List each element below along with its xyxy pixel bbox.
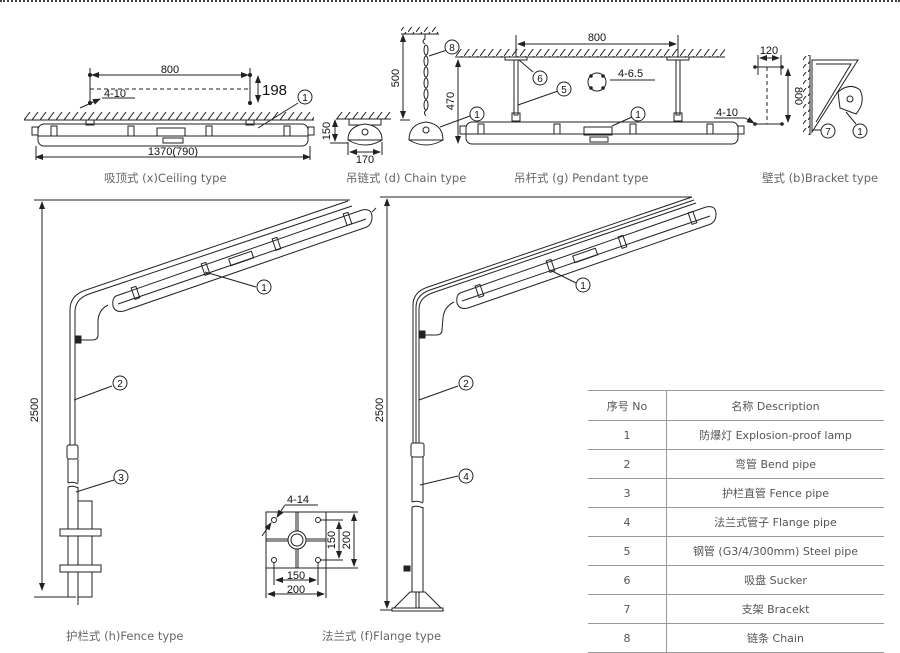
bracket-height-dim: 800 xyxy=(792,87,804,105)
legend-desc: 链条 Chain xyxy=(666,623,884,653)
callout-1-chain: 1 xyxy=(474,110,480,121)
legend-no: 7 xyxy=(588,594,667,624)
legend-desc: 弯管 Bend pipe xyxy=(666,449,884,479)
legend-header-desc: 名称 Description xyxy=(666,390,884,421)
caption-flange-type: 法兰式 (f)Flange type xyxy=(322,629,442,643)
bracket-type-drawing: 120 800 4-10 7 1 xyxy=(714,45,868,139)
pendant-drop-dim: 470 xyxy=(445,92,457,110)
pendant-type-drawing: 800 4-6.5 470 6 5 1 xyxy=(445,32,745,145)
bracket-holes-dim: 4-10 xyxy=(716,107,738,119)
callout-2-fence: 2 xyxy=(117,379,123,390)
legend-header-row: 序号 No 名称 Description xyxy=(588,390,884,421)
flange-inner-dim: 150 xyxy=(287,570,305,582)
legend-desc: 钢管 (G3/4/300mm) Steel pipe xyxy=(666,536,884,566)
legend-desc: 防爆灯 Explosion-proof lamp xyxy=(666,420,884,450)
flange-inner-v-dim: 150 xyxy=(326,531,338,549)
ceiling-holes-dim: 4-10 xyxy=(104,88,126,100)
legend-desc: 法兰式管子 Flange pipe xyxy=(666,507,884,537)
callout-3: 3 xyxy=(118,473,124,484)
flange-holes-dim: 4-14 xyxy=(287,494,309,506)
pendant-spacing-dim: 800 xyxy=(588,32,606,44)
chain-drop-dim: 500 xyxy=(390,69,402,87)
legend-no: 5 xyxy=(588,536,667,566)
chain-type-drawing: 150 170 500 8 1 xyxy=(321,27,485,166)
legend-no: 2 xyxy=(588,449,667,479)
fence-height-dim: 2500 xyxy=(29,398,41,422)
callout-7: 7 xyxy=(825,127,831,138)
legend-no: 4 xyxy=(588,507,667,537)
legend-no: 1 xyxy=(588,420,667,450)
callout-5: 5 xyxy=(561,85,567,96)
callout-1-bracket: 1 xyxy=(857,127,863,138)
caption-ceiling-type: 吸顶式 (x)Ceiling type xyxy=(104,171,227,185)
legend-desc: 吸盘 Sucker xyxy=(666,565,884,595)
callout-2-flange: 2 xyxy=(463,379,469,390)
callout-8: 8 xyxy=(449,43,455,54)
bracket-width-dim: 120 xyxy=(760,45,778,57)
callout-4: 4 xyxy=(463,472,469,483)
chain-height-dim: 150 xyxy=(321,122,333,140)
fence-type-drawing: 2500 1 2 3 xyxy=(29,199,377,605)
legend-no: 8 xyxy=(588,623,667,653)
callout-1-flange: 1 xyxy=(580,281,586,292)
flange-outer-dim: 200 xyxy=(287,584,305,596)
flange-height-dim: 2500 xyxy=(374,398,386,422)
legend-no: 3 xyxy=(588,478,667,508)
ceiling-type-drawing: 800 198 4-10 1370(790) 1 xyxy=(24,64,315,160)
callout-6: 6 xyxy=(537,74,543,85)
flange-type-drawing: 2500 1 2 4 xyxy=(261,196,717,612)
callout-1-fence: 1 xyxy=(261,283,267,294)
ceiling-length-dim: 1370(790) xyxy=(148,146,198,158)
legend-desc: 支架 Bracekt xyxy=(666,594,884,624)
flange-outer-v-dim: 200 xyxy=(341,531,353,549)
caption-pendant-type: 吊杆式 (g) Pendant type xyxy=(514,171,649,185)
caption-chain-type: 吊链式 (d) Chain type xyxy=(346,171,467,185)
legend-header-no: 序号 No xyxy=(588,390,667,421)
legend-no: 6 xyxy=(588,565,667,595)
caption-bracket-type: 壁式 (b)Bracket type xyxy=(762,171,879,185)
legend-desc: 护栏直管 Fence pipe xyxy=(666,478,884,508)
pendant-holes-dim: 4-6.5 xyxy=(618,68,643,80)
ceiling-height-dim: 198 xyxy=(262,82,287,99)
callout-1-pendant: 1 xyxy=(635,110,641,121)
callout-1: 1 xyxy=(302,93,308,104)
ceiling-spacing-dim: 800 xyxy=(161,64,179,76)
chain-width-dim: 170 xyxy=(356,154,374,166)
caption-fence-type: 护栏式 (h)Fence type xyxy=(66,629,184,643)
top-dotted-border xyxy=(0,0,900,4)
